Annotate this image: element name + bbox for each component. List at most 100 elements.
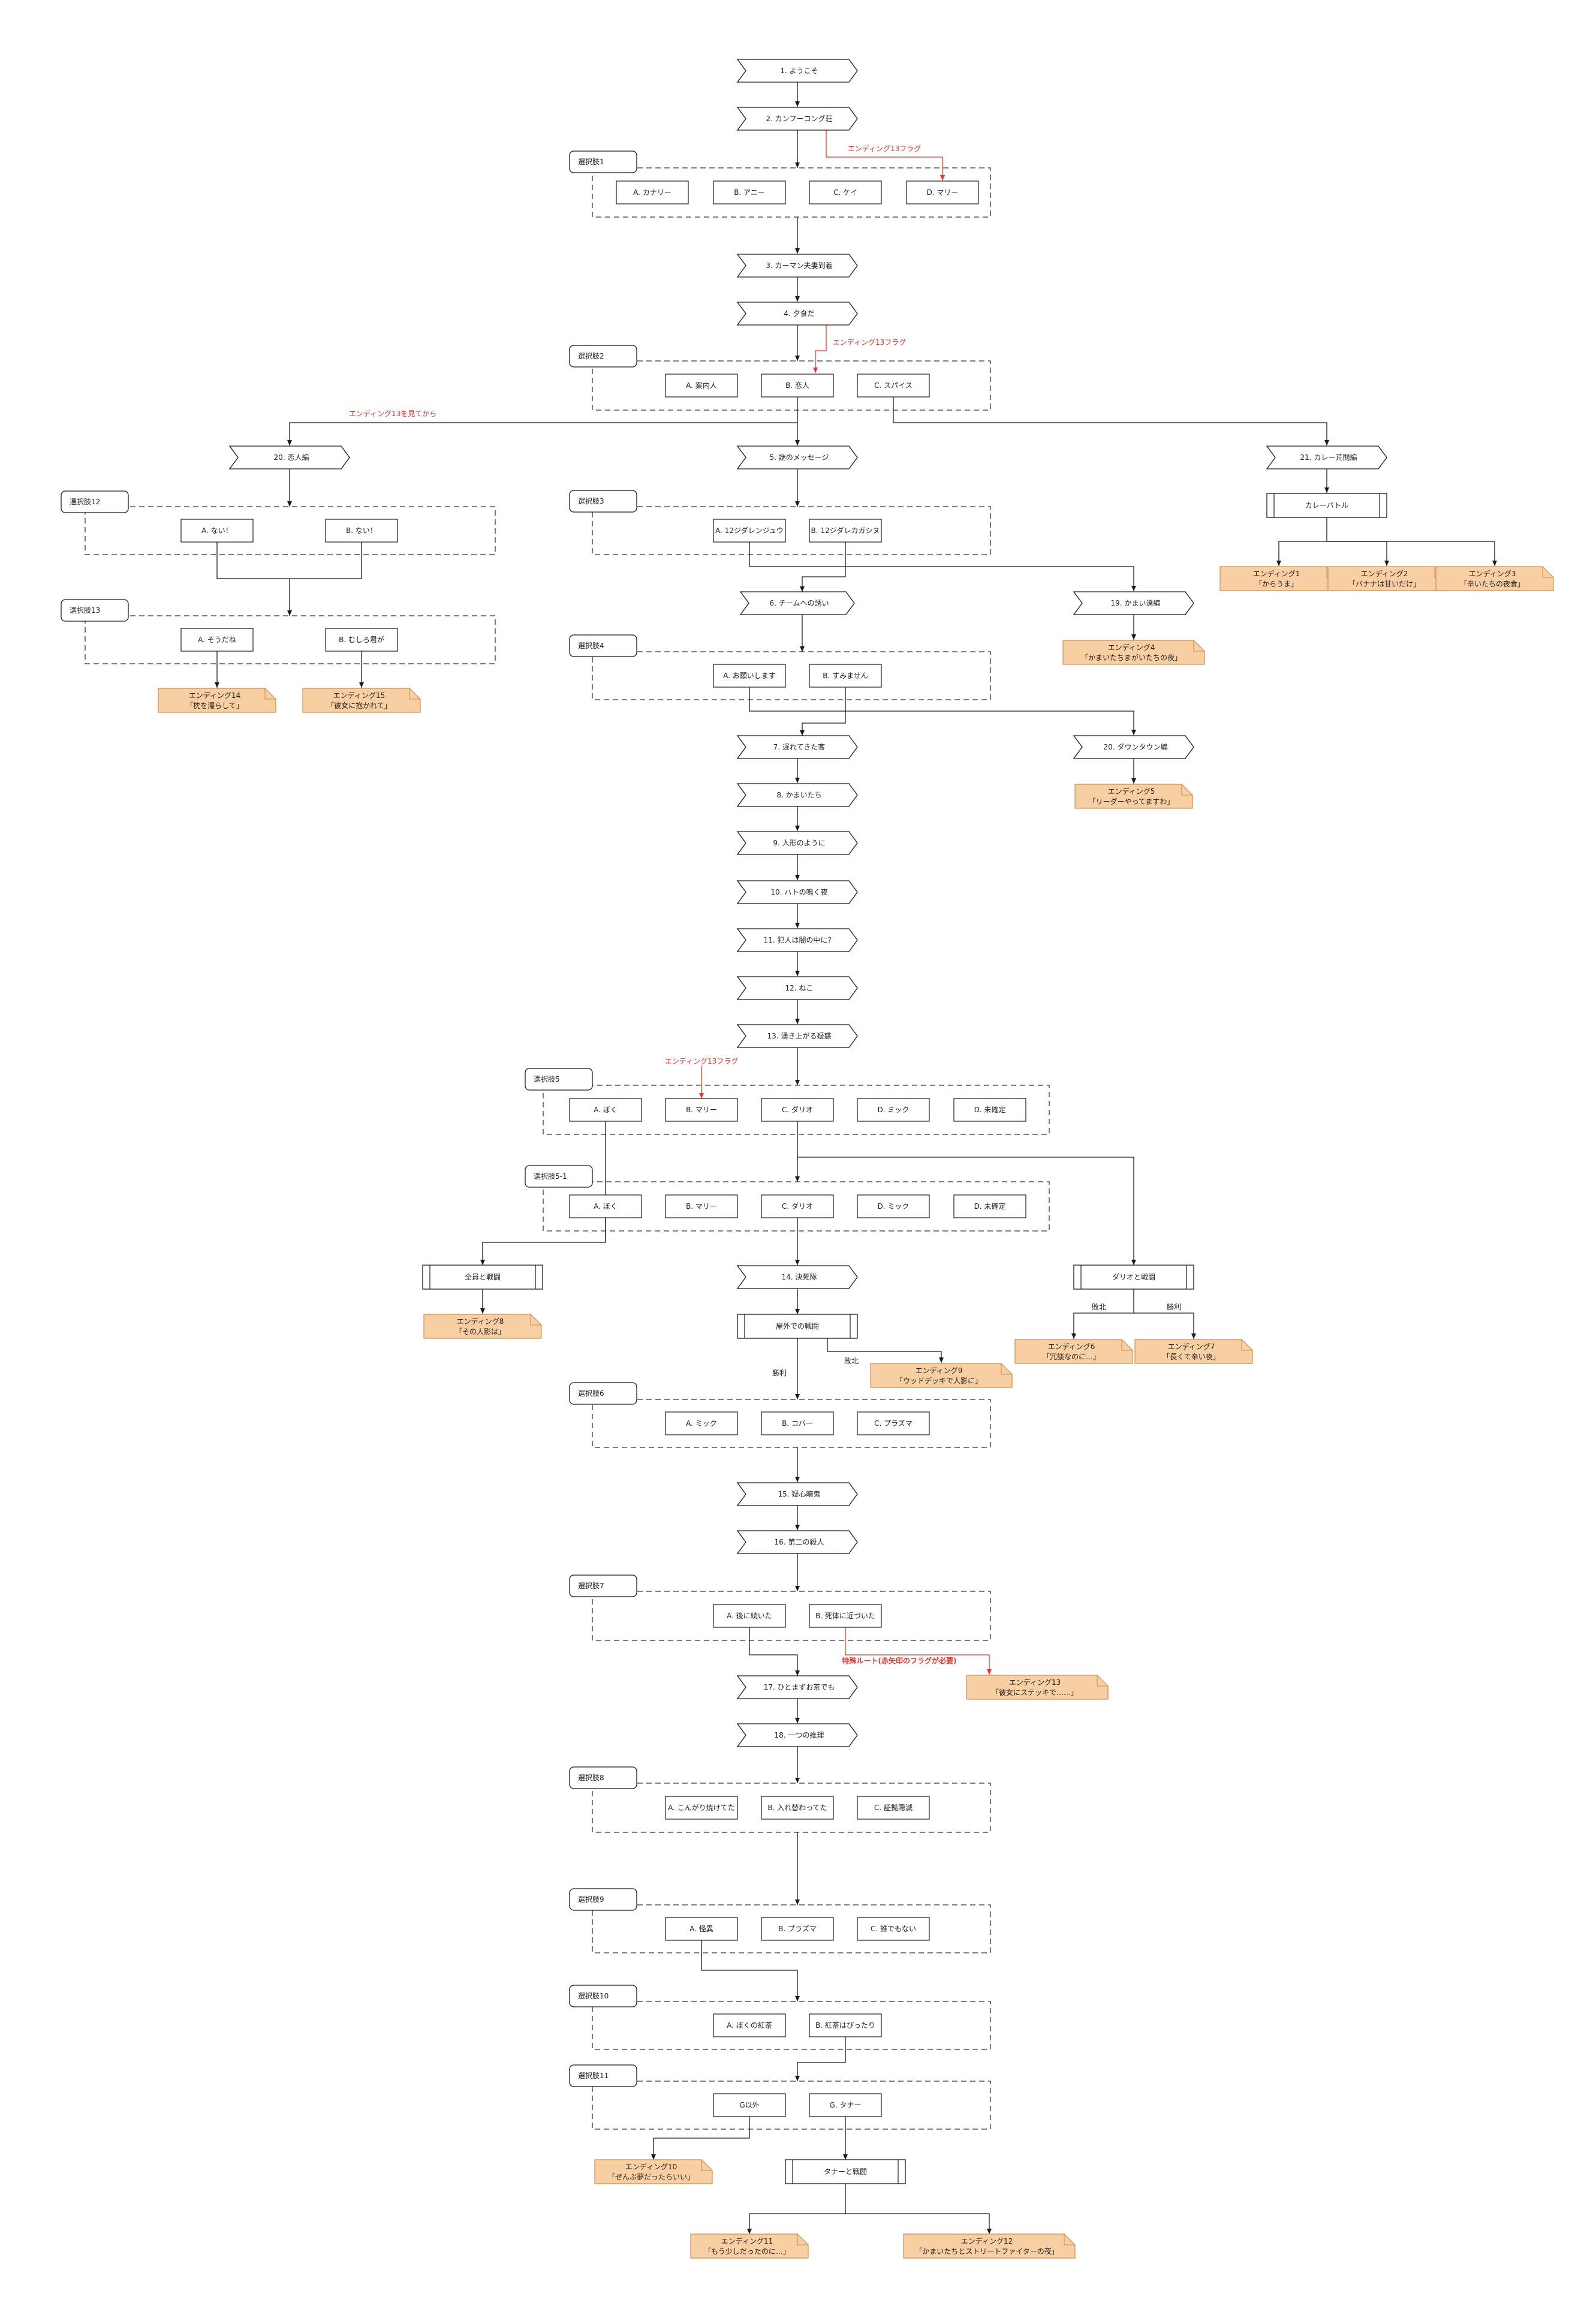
chapter-shape bbox=[736, 928, 858, 952]
chapter-shape bbox=[736, 302, 858, 326]
chapter-c7: 7. 遅れてきた客 bbox=[736, 735, 858, 759]
battle-label: 屋外での戦闘 bbox=[776, 1322, 819, 1330]
option-g12b: B. ない！ bbox=[325, 519, 398, 543]
chapter-shape bbox=[736, 1024, 858, 1048]
ending-subtitle: 「長くて辛い夜」 bbox=[1163, 1352, 1220, 1361]
chapter-label: 3. カーマン夫妻到着 bbox=[766, 261, 832, 270]
chapter-shape bbox=[736, 254, 858, 278]
flag-arrow bbox=[845, 1627, 992, 1675]
choice-group-g11: 選択肢11 bbox=[569, 2064, 991, 2130]
chapter-c10: 10. ハトの鳴く夜 bbox=[736, 880, 858, 904]
ending-e14: エンディング14「枕を濡らして」 bbox=[158, 688, 276, 713]
connector bbox=[797, 1157, 1136, 1265]
connector bbox=[747, 2184, 846, 2234]
chapter-label: 6. チームへの誘い bbox=[770, 599, 829, 607]
annotation-n7: 敗北 bbox=[844, 1356, 859, 1365]
option-g51c: C. ダリオ bbox=[761, 1194, 834, 1218]
chapter-label: 2. カンフーコング荘 bbox=[766, 115, 833, 123]
connector bbox=[287, 422, 797, 445]
ending-title: エンディング9 bbox=[916, 1366, 963, 1375]
annotation-bg bbox=[663, 1056, 740, 1066]
connectors-layer bbox=[215, 82, 1497, 2234]
option-g12a: A. ない！ bbox=[180, 519, 254, 543]
option-label: A. ない！ bbox=[201, 526, 233, 535]
option-g7a: A. 後に続いた bbox=[713, 1604, 786, 1628]
option-g8b: B. 入れ替わってた bbox=[761, 1796, 834, 1820]
chapter-shape bbox=[736, 445, 858, 469]
group-title: 選択肢4 bbox=[578, 641, 604, 650]
ending-subtitle: 「リーダーやってますわ」 bbox=[1089, 797, 1175, 806]
ending-title: エンディング7 bbox=[1168, 1342, 1215, 1351]
chapter-label: 15. 疑心暗鬼 bbox=[778, 1489, 821, 1498]
ending-title: エンディング4 bbox=[1108, 643, 1155, 652]
option-label: C. スパイス bbox=[874, 381, 913, 390]
chapter-shape bbox=[736, 107, 858, 131]
battle-b5: タナーと戦闘 bbox=[785, 2159, 906, 2184]
flag-arrow bbox=[813, 325, 827, 373]
ending-title: エンディング8 bbox=[457, 1317, 504, 1326]
chapter-shape bbox=[736, 1530, 858, 1554]
option-g10b: B. 紅茶はぴったり bbox=[809, 2013, 882, 2037]
option-g3a: A. 12ジダレンジュウ bbox=[713, 519, 786, 543]
group-title: 選択肢6 bbox=[578, 1389, 604, 1398]
ending-subtitle: 「かまいたちとストリートファイターの夜」 bbox=[915, 2247, 1059, 2256]
ending-e2: エンディング2「バナナは甘いだけ」 bbox=[1327, 566, 1446, 591]
ending-subtitle: 「彼女に抱かれて」 bbox=[327, 701, 392, 710]
chapter-shape bbox=[736, 59, 858, 83]
option-g11a: G以外 bbox=[713, 2093, 786, 2117]
chapter-label: 17. ひとまずお茶でも bbox=[764, 1682, 835, 1691]
ending-subtitle: 「ウッドデッキで人影に」 bbox=[896, 1376, 982, 1385]
ending-subtitle: 「彼女にステッキで……」 bbox=[992, 1688, 1078, 1697]
option-label: B. ない！ bbox=[346, 526, 377, 535]
chapter-label: 20. ダウンタウン編 bbox=[1104, 742, 1168, 751]
ending-title: エンディング1 bbox=[1253, 569, 1300, 578]
connector bbox=[827, 1338, 944, 1363]
choice-group-g2: 選択肢2 bbox=[569, 345, 991, 411]
option-label: B. 紅茶はぴったり bbox=[815, 2021, 875, 2030]
connector bbox=[1327, 541, 1497, 566]
connector bbox=[845, 2213, 992, 2234]
option-g4b: B. すみません bbox=[809, 664, 882, 688]
ending-title: エンディング12 bbox=[961, 2236, 1013, 2245]
ending-title: エンディング14 bbox=[189, 691, 240, 700]
option-g51e: D. 未確定 bbox=[953, 1194, 1026, 1218]
option-label: A. そうだね bbox=[198, 636, 236, 644]
chapter-shape bbox=[736, 783, 858, 807]
chapter-c17: 17. ひとまずお茶でも bbox=[736, 1675, 858, 1699]
group-frame bbox=[592, 1904, 991, 1953]
option-label: A. ミック bbox=[686, 1419, 717, 1428]
ending-title: エンディング13 bbox=[1009, 1678, 1061, 1687]
chapter-c19: 19. かまい達編 bbox=[1073, 591, 1194, 615]
group-title: 選択肢1 bbox=[578, 157, 604, 166]
group-title: 選択肢8 bbox=[578, 1773, 604, 1782]
chapter-label: 1. ようこそ bbox=[780, 67, 818, 75]
option-g5a: A. ぼく bbox=[569, 1098, 642, 1122]
connector bbox=[749, 542, 1136, 591]
option-label: B. マリー bbox=[686, 1106, 717, 1114]
option-g51b: B. マリー bbox=[665, 1194, 738, 1218]
option-label: A. 12ジダレンジュウ bbox=[715, 526, 784, 535]
connector bbox=[1327, 541, 1389, 566]
chapter-c9: 9. 人形のように bbox=[736, 831, 858, 855]
chapter-shape bbox=[1266, 445, 1387, 469]
group-frame bbox=[592, 167, 991, 218]
chapter-label: 13. 湧き上がる疑惑 bbox=[767, 1031, 832, 1040]
choice-groups-layer: 選択肢1選択肢2選択肢12選択肢13選択肢3選択肢4選択肢5選択肢5-1選択肢6… bbox=[61, 150, 1050, 2130]
ending-subtitle: 「辛いたちの夜食」 bbox=[1460, 579, 1525, 588]
annotation-n1: エンディング13フラグ bbox=[848, 144, 921, 153]
annotation-n2: エンディング13フラグ bbox=[833, 338, 906, 347]
ending-e8: エンディング8「その人影は」 bbox=[423, 1314, 542, 1339]
choice-group-g5: 選択肢5 bbox=[525, 1068, 1050, 1135]
chapter-c4: 4. 夕食だ bbox=[736, 302, 858, 326]
option-label: A. 怪異 bbox=[689, 1925, 713, 1933]
option-g6c: C. プラズマ bbox=[857, 1411, 930, 1435]
chapter-label: 14. 決死隊 bbox=[782, 1272, 817, 1281]
battle-b2: 全員と戦闘 bbox=[422, 1265, 543, 1290]
chapter-shape bbox=[228, 445, 350, 469]
option-g9b: B. プラズマ bbox=[761, 1917, 834, 1941]
annotation-n6: 勝利 bbox=[772, 1368, 787, 1377]
option-label: A. カナリー bbox=[633, 188, 671, 197]
ending-subtitle: 「からうま」 bbox=[1255, 580, 1298, 588]
chapter-c6: 6. チームへの誘い bbox=[739, 591, 855, 615]
option-label: D. 未確定 bbox=[974, 1202, 1006, 1211]
